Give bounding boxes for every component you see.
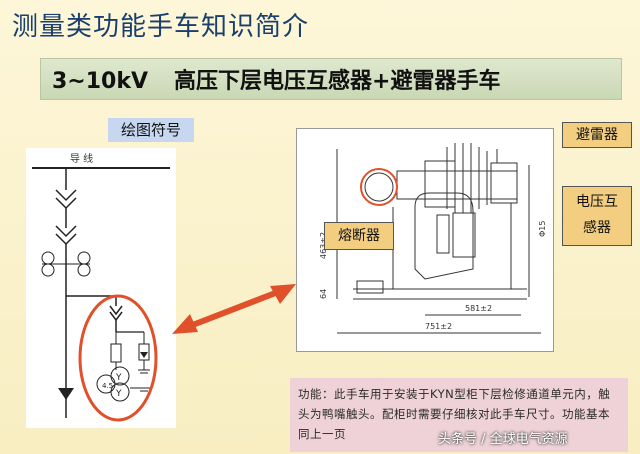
subtitle-name: 高压下层电压互感器+避雷器手车 <box>174 69 501 94</box>
voltage-transformer-label: 电压互 感器 <box>562 186 632 246</box>
double-arrow <box>172 284 296 334</box>
arrow-head-right <box>270 284 296 304</box>
svg-text:Y: Y <box>115 389 122 399</box>
arrester-label: 避雷器 <box>562 122 632 148</box>
subtitle: 3~10kV 高压下层电压互感器+避雷器手车 <box>52 63 500 95</box>
arrow-down-symbol <box>58 388 74 400</box>
subtitle-banner <box>40 58 622 100</box>
schematic-diagram: 导 线 4.5 Y Y <box>32 152 170 422</box>
vt-body <box>414 192 474 280</box>
contact-symbol-top <box>55 189 77 210</box>
dim-phi: Φ15 <box>538 221 547 237</box>
voltage-transformer-symbol: 4.5 Y Y <box>96 366 130 402</box>
bus-label: 导 线 <box>70 152 93 165</box>
dim-inner: 581±2 <box>465 304 492 313</box>
watermark: 头条号 / 全球电气资源 <box>438 432 568 447</box>
vt-label-line1: 电压互 <box>576 194 618 210</box>
technical-drawing: 463±2 64 Φ15 581±2 751±2 <box>319 143 547 334</box>
contact-ring <box>364 172 394 202</box>
schematic-panel: 导 线 4.5 Y Y <box>26 148 176 428</box>
contact-symbol-bottom <box>55 225 77 246</box>
svg-text:4.5: 4.5 <box>102 382 113 390</box>
function-box <box>290 378 628 452</box>
top-unit <box>396 170 518 200</box>
vt-label-line2: 感器 <box>583 220 611 236</box>
subtitle-voltage: 3~10kV <box>52 69 149 94</box>
dim-base: 64 <box>319 289 328 299</box>
page-title: 测量类功能手车知识简介 <box>12 12 310 42</box>
dim-height: 463±2 <box>319 232 328 259</box>
schematic-highlight-circle <box>78 294 158 422</box>
arrow-head-left <box>172 314 198 334</box>
symbol-label: 绘图符号 <box>108 118 194 142</box>
arrester-discs <box>446 143 488 213</box>
current-transformers <box>41 251 91 277</box>
dim-outer: 751±2 <box>425 322 452 331</box>
fuse-label: 熔断器 <box>324 222 394 250</box>
function-description: 功能：此手车用于安装于KYN型柜下层检修通道单元内，触头为鸭嘴触头。配柜时需要仔… <box>298 387 611 441</box>
svg-text:Y: Y <box>115 373 122 383</box>
fuse-symbol <box>110 343 122 363</box>
